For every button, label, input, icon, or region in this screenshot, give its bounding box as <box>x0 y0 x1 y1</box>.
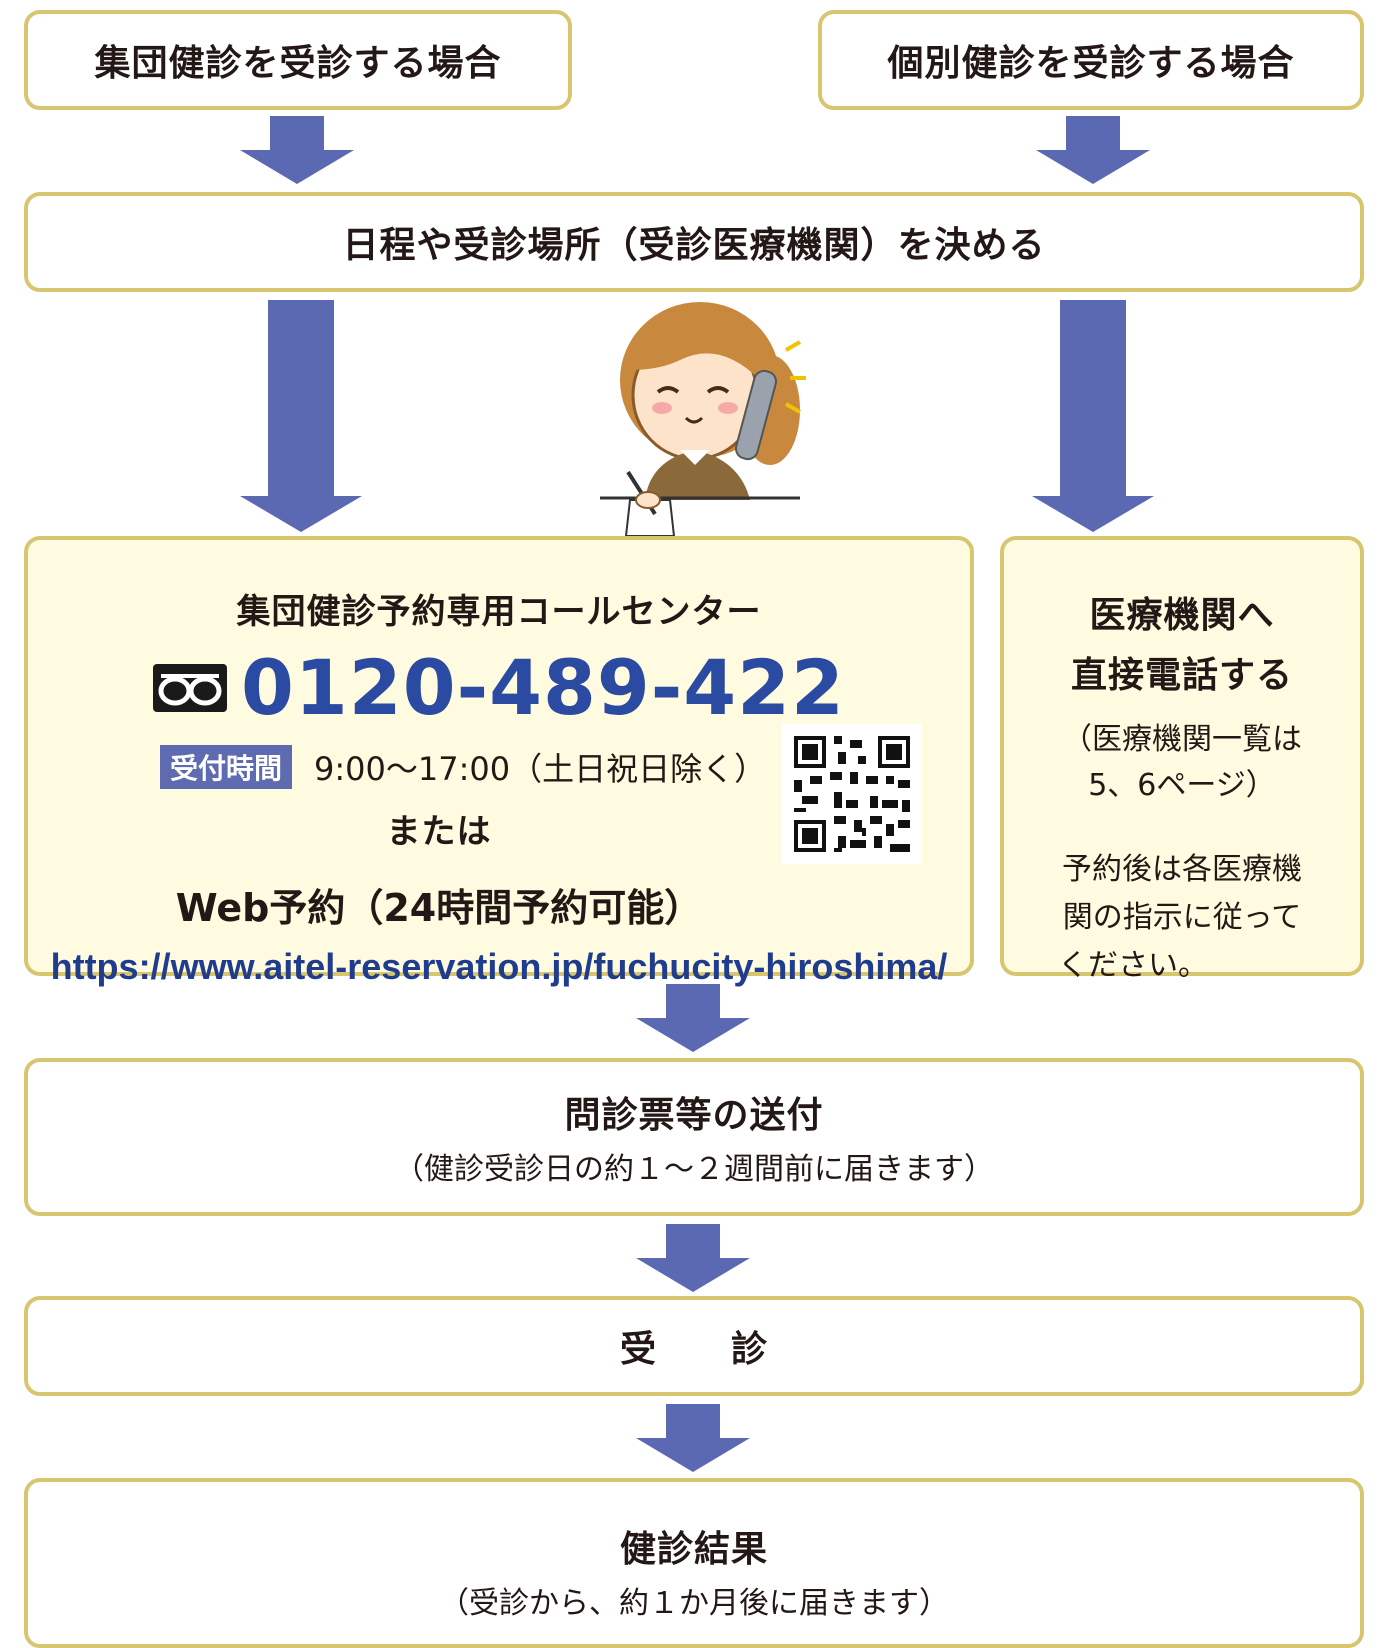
arrow-down-icon <box>240 116 354 184</box>
result-title: 健診結果 <box>619 1529 768 1570</box>
call-center-title: 集団健診予約専用コールセンター <box>236 592 762 632</box>
hours-badge: 受付時間 <box>160 745 293 789</box>
phone-row: 0120-489-422 <box>153 643 845 732</box>
hours-text: 9:00〜17:00（土日祝日除く） <box>314 750 767 788</box>
call-center-box: 集団健診予約専用コールセンター 0120-489-422 受付時間 9:00〜1… <box>24 536 974 987</box>
exam-title: 受 診 <box>619 1329 768 1370</box>
result-box: 健診結果 （受診から、約１か月後に届きます） <box>24 1478 1364 1648</box>
arrow-down-icon <box>636 1404 750 1472</box>
clinic-title-line2: 直接電話する <box>1070 655 1293 696</box>
clinic-after-line3: ください。 <box>1058 948 1208 983</box>
clinic-note-line1: （医療機関一覧は <box>1062 722 1302 757</box>
decide-schedule-box: 日程や受診場所（受診医療機関）を決める <box>24 192 1364 292</box>
or-label: または <box>386 812 492 852</box>
clinic-after-line1: 予約後は各医療機 <box>1062 852 1302 887</box>
exam-box: 受 診 <box>24 1296 1364 1396</box>
arrow-down-icon <box>636 1224 750 1292</box>
clinic-note-line2: 5、6ページ） <box>1088 768 1276 803</box>
web-reservation-label: Web予約（24時間予約可能） <box>175 886 703 930</box>
phone-number[interactable]: 0120-489-422 <box>241 643 845 732</box>
questionnaire-title: 問診票等の送付 <box>564 1095 824 1136</box>
operator-illustration <box>600 302 806 537</box>
questionnaire-box: 問診票等の送付 （健診受診日の約１〜２週間前に届きます） <box>24 1058 1364 1216</box>
clinic-after-line2: 関の指示に従って <box>1062 900 1302 935</box>
free-dial-icon <box>153 663 228 712</box>
individual-checkup-label: 個別健診を受診する場合 <box>887 43 1295 84</box>
reservation-url-link[interactable]: https://www.aitel-reservation.jp/fuchuci… <box>50 946 948 987</box>
clinic-direct-box: 医療機関へ 直接電話する （医療機関一覧は 5、6ページ） 予約後は各医療機 関… <box>1000 536 1364 983</box>
qr-code <box>782 724 922 864</box>
group-checkup-label: 集団健診を受診する場合 <box>94 43 502 84</box>
arrow-down-icon <box>1032 300 1154 532</box>
hours-row: 受付時間 9:00〜17:00（土日祝日除く） <box>28 744 970 790</box>
arrow-down-icon <box>636 984 750 1052</box>
questionnaire-note: （健診受診日の約１〜２週間前に届きます） <box>394 1152 994 1187</box>
individual-checkup-box: 個別健診を受診する場合 <box>818 10 1364 110</box>
clinic-title-line1: 医療機関へ <box>1089 595 1275 636</box>
result-note: （受診から、約１か月後に届きます） <box>439 1586 949 1621</box>
arrow-down-icon <box>1036 116 1150 184</box>
arrow-down-icon <box>240 300 362 532</box>
group-checkup-box: 集団健診を受診する場合 <box>24 10 572 110</box>
decide-schedule-label: 日程や受診場所（受診医療機関）を決める <box>342 225 1046 266</box>
